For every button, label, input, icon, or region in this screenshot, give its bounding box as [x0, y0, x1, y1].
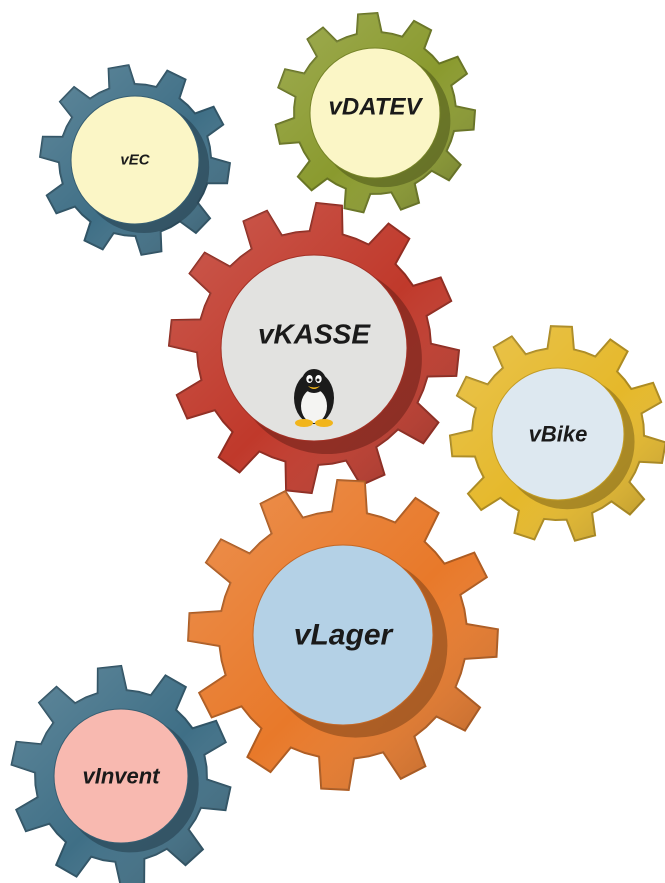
gear-vinvent: vInvent — [10, 664, 232, 883]
gear-vinvent-label: vInvent — [82, 764, 161, 789]
gear-vdatev-hub — [309, 47, 441, 179]
gear-vec-hub — [70, 95, 200, 225]
gear-vbike-hub — [491, 367, 625, 501]
gear-vlager: vLager — [187, 479, 499, 791]
gear-vinvent-hub — [53, 708, 189, 844]
gear-vdatev-label: vDATEV — [329, 94, 424, 121]
gear-vkasse-hub — [220, 254, 408, 442]
gear-vlager-hub — [252, 544, 434, 726]
gear-vkasse-label: vKASSE — [258, 319, 371, 350]
gear-vec: vEC — [38, 64, 232, 256]
gear-vec-label: vEC — [120, 152, 150, 169]
gear-vbike: vBike — [448, 325, 665, 542]
linux-penguin-icon — [294, 369, 334, 427]
gear-vbike-label: vBike — [529, 422, 588, 447]
gear-vlager-label: vLager — [294, 619, 395, 652]
gear-vdatev: vDATEV — [274, 11, 477, 214]
gear-vkasse: vKASSE — [167, 201, 461, 495]
